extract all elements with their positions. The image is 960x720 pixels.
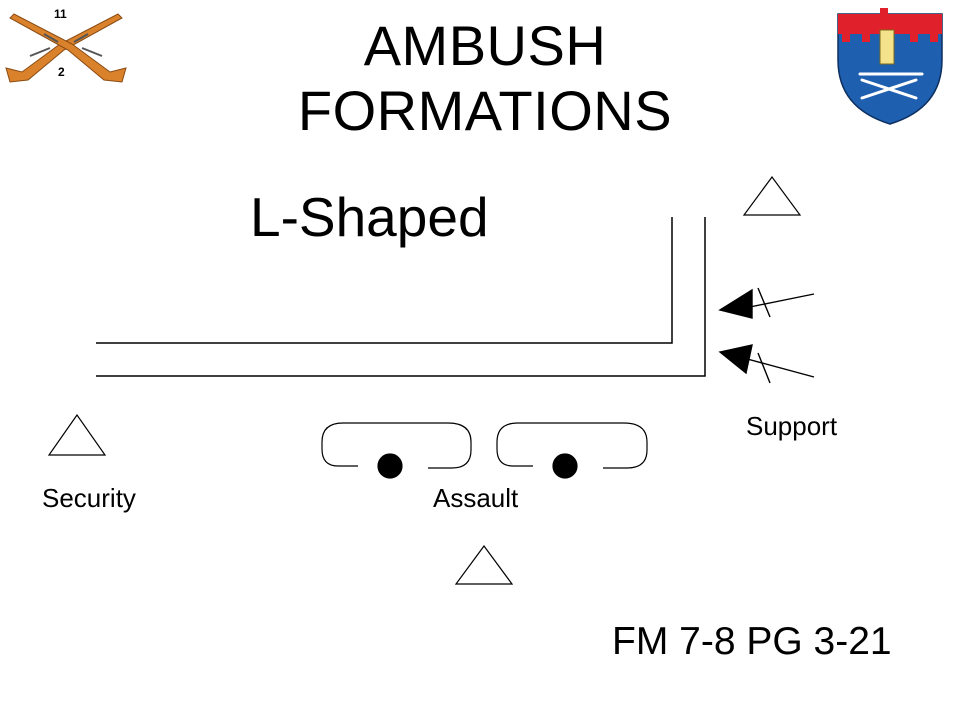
road-outer-edge (96, 217, 706, 377)
support-triangle-icon (742, 175, 802, 216)
assault-squad-1 (321, 422, 472, 479)
field-manual-reference: FM 7-8 PG 3-21 (612, 620, 892, 663)
page-title-line-1: AMBUSH (363, 14, 607, 77)
page-title-line-2: FORMATIONS (297, 79, 673, 142)
assault-squad-2-marker (552, 453, 578, 479)
support-label: Support (746, 411, 838, 441)
road-inner-edge (96, 217, 673, 344)
support-weapon-arrow-1 (718, 287, 815, 319)
assault-squad-2 (496, 422, 648, 479)
insignia-top-number: 11 (54, 7, 67, 21)
assault-label: Assault (433, 483, 519, 513)
insignia-bottom-number: 2 (58, 65, 65, 79)
formation-subtitle: L-Shaped (250, 186, 489, 248)
crossed-rifles-icon (5, 13, 127, 83)
rear-security-triangle-icon (454, 544, 514, 585)
assault-squad-1-marker (377, 453, 403, 479)
security-triangle-icon (47, 413, 107, 456)
security-label: Security (42, 483, 136, 513)
support-weapon-arrow-2 (718, 344, 815, 384)
l-shaped-road (96, 217, 706, 377)
unit-crest-icon (837, 8, 943, 125)
